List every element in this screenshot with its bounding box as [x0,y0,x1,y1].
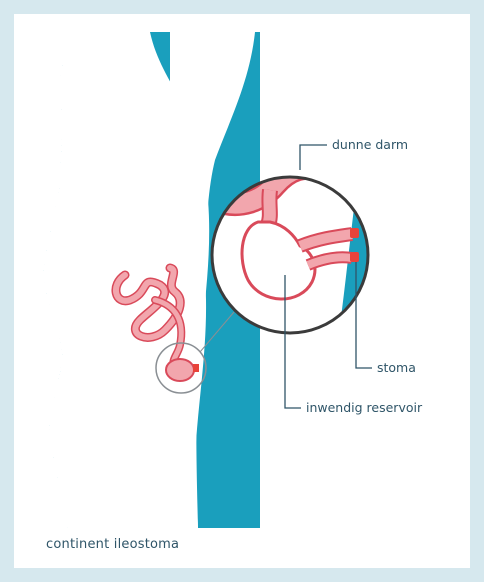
small-stoma-marker [193,364,199,372]
figure-caption: continent ileostoma [46,537,179,552]
diagram-card: dunne darm stoma inwendig reservoir cont… [14,14,470,568]
ileostoma-diagram: dunne darm stoma inwendig reservoir [14,14,470,568]
label-small-intestine: dunne darm [332,137,408,152]
label-internal-reservoir: inwendig reservoir [306,400,423,415]
small-reservoir [166,359,194,381]
label-stoma: stoma [377,360,416,375]
